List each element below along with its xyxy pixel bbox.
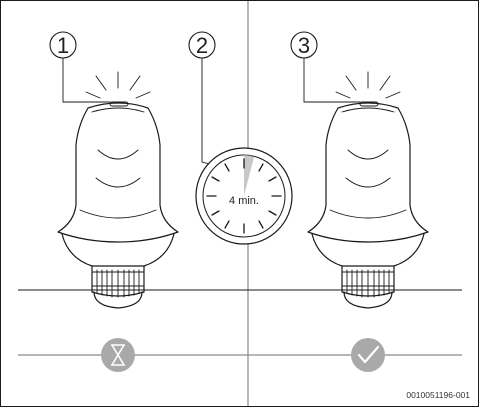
callout-1-leader	[62, 57, 111, 103]
thermostat-head-right	[307, 71, 429, 309]
reference-code: 0010051196-001	[406, 390, 470, 400]
light-rays-left-icon	[85, 71, 151, 99]
timer-elapsed-wedge	[244, 155, 254, 196]
callout-1: 1	[49, 31, 111, 103]
head-body-left	[57, 102, 179, 243]
timer-clock-icon: 4 min.	[195, 147, 293, 245]
callout-3-leader	[303, 57, 361, 103]
hourglass-icon	[101, 338, 135, 372]
callout-2-label: 2	[196, 33, 208, 58]
callout-2: 2	[188, 31, 219, 167]
callout-2-leader	[201, 57, 219, 167]
callout-3: 3	[290, 31, 361, 103]
head-body-right	[307, 102, 429, 243]
checkmark-icon	[351, 338, 385, 372]
thermostat-head-left	[57, 71, 179, 309]
callout-3-label: 3	[298, 33, 310, 58]
callout-1-label: 1	[57, 33, 69, 58]
timer-label: 4 min.	[229, 195, 259, 207]
light-rays-right-icon	[335, 71, 401, 99]
